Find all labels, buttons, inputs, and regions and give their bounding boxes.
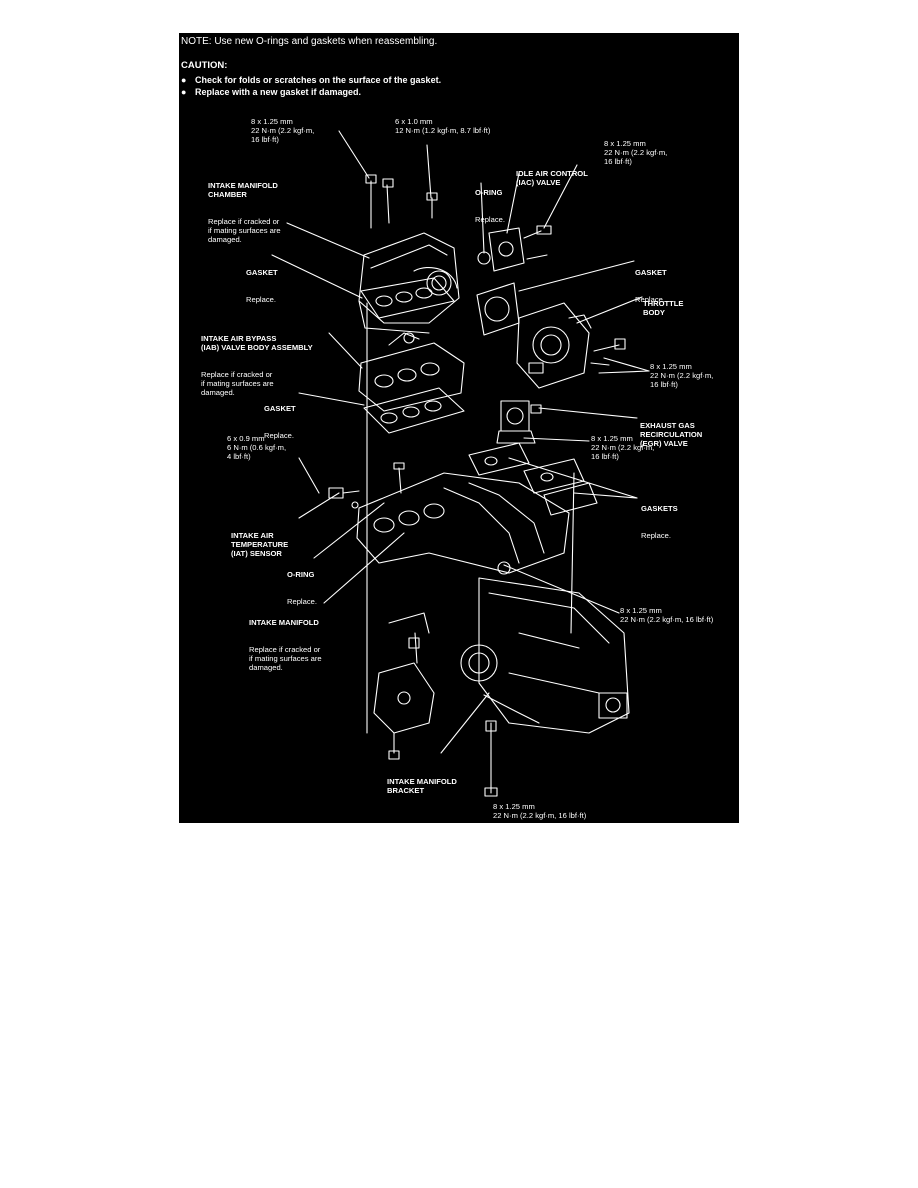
intake-manifold <box>356 462 570 574</box>
caution-title: CAUTION: <box>181 60 228 71</box>
label-gaskets: GASKETS Replace. <box>641 504 678 540</box>
label-iac-valve: IDLE AIR CONTROL (IAC) VALVE <box>516 169 588 187</box>
leader-line <box>503 564 620 614</box>
leader-line <box>338 130 370 179</box>
leader-line <box>328 332 363 369</box>
label-gasket-right: GASKET Replace. <box>635 268 667 304</box>
o-ring-top <box>477 251 491 265</box>
throttle-body <box>516 302 626 389</box>
throttle-gasket <box>476 282 520 336</box>
leader-line <box>313 502 385 559</box>
label-bolt-manifold: 8 x 1.25 mm 22 N·m (2.2 kgf·m, 16 lbf·ft… <box>620 606 714 624</box>
leader-line <box>480 182 485 254</box>
label-bolt-egr: 8 x 1.25 mm 22 N·m (2.2 kgf·m, 16 lbf·ft… <box>591 434 655 461</box>
leader-line <box>506 172 520 234</box>
caution-item: ●Check for folds or scratches on the sur… <box>181 75 442 85</box>
iat-sensor <box>328 487 360 509</box>
exploded-view-illustration <box>271 130 650 797</box>
exhaust-gaskets <box>468 442 598 516</box>
label-intake-manifold-bracket: INTAKE MANIFOLD BRACKET <box>387 777 457 795</box>
intake-manifold-chamber <box>358 232 460 334</box>
leader-line <box>271 254 363 299</box>
leader-line <box>543 164 578 229</box>
label-gasket-left: GASKET Replace. <box>246 268 278 304</box>
leader-line <box>538 407 638 419</box>
label-egr-valve: EXHAUST GAS RECIRCULATION (EGR) VALVE <box>640 421 703 448</box>
label-intake-manifold-chamber: INTAKE MANIFOLD CHAMBER Replace if crack… <box>208 181 281 244</box>
label-iat-sensor: INTAKE AIR TEMPERATURE (IAT) SENSOR <box>231 531 289 558</box>
label-iab-valve-body: INTAKE AIR BYPASS (IAB) VALVE BODY ASSEM… <box>201 334 313 397</box>
leader-line <box>573 492 638 499</box>
leader-line <box>603 357 650 372</box>
label-bolt-iat: 6 x 0.9 mm 6 N·m (0.6 kgf·m, 4 lbf·ft) <box>227 434 287 461</box>
leader-line <box>426 144 432 199</box>
egr-valve <box>496 400 542 444</box>
alignment-line <box>570 472 575 634</box>
leader-line <box>518 260 635 292</box>
leader-line <box>576 296 643 324</box>
label-throttle-body: THROTTLE BODY <box>643 299 684 317</box>
label-o-ring-top: O-RING Replace. <box>475 188 505 224</box>
diagram-panel: NOTE: Use new O-rings and gaskets when r… <box>179 33 739 823</box>
leader-line <box>508 457 638 499</box>
leader-line <box>286 222 370 259</box>
label-bolt-bracket: 8 x 1.25 mm 22 N·m (2.2 kgf·m, 16 lbf·ft… <box>493 802 587 820</box>
bullet-icon: ● <box>181 75 187 85</box>
label-bolt-throttle: 8 x 1.25 mm 22 N·m (2.2 kgf·m, 16 lbf·ft… <box>650 362 714 389</box>
leader-line <box>323 532 405 604</box>
intake-manifold-bracket <box>373 612 540 797</box>
caution-list: ●Check for folds or scratches on the sur… <box>181 74 441 98</box>
label-bolt-chamber: 8 x 1.25 mm 22 N·m (2.2 kgf·m, 16 lbf·ft… <box>251 117 315 144</box>
iac-valve <box>488 225 552 272</box>
leader-line <box>523 437 590 442</box>
iab-valve-body <box>358 332 465 412</box>
label-intake-manifold: INTAKE MANIFOLD Replace if cracked or if… <box>249 618 322 672</box>
bullet-icon: ● <box>181 87 187 97</box>
label-bolt-iac-right: 8 x 1.25 mm 22 N·m (2.2 kgf·m, 16 lbf·ft… <box>604 139 668 166</box>
chamber-gasket <box>360 277 455 319</box>
leader-line <box>598 370 650 374</box>
cylinder-head <box>460 561 630 734</box>
note-text: NOTE: Use new O-rings and gaskets when r… <box>181 36 438 47</box>
label-bolt-iac: 6 x 1.0 mm 12 N·m (1.2 kgf·m, 8.7 lbf·ft… <box>395 117 491 135</box>
label-o-ring-low: O-RING Replace. <box>287 570 317 606</box>
leader-line <box>298 492 340 519</box>
label-gasket-mid: GASKET Replace. <box>264 404 296 440</box>
leader-line <box>298 392 365 406</box>
leader-line <box>440 692 490 754</box>
caution-item: ●Replace with a new gasket if damaged. <box>181 87 362 97</box>
leader-line <box>298 457 320 494</box>
chamber-bolts <box>365 174 438 229</box>
iab-gasket <box>363 387 465 434</box>
